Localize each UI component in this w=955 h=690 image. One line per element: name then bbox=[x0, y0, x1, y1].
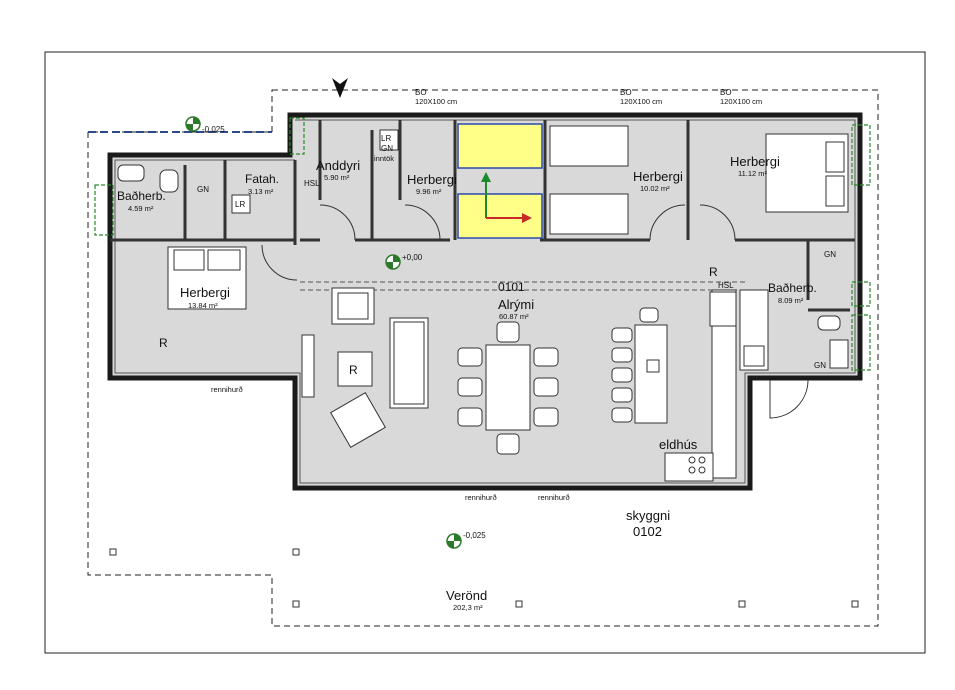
label-hsl-2: HSL bbox=[718, 281, 734, 290]
label-gn-top: GN bbox=[381, 144, 393, 153]
door-swings bbox=[261, 204, 809, 419]
room-area-fatah: 3.13 m² bbox=[248, 187, 274, 196]
bo-dim-3: 120X100 cm bbox=[720, 97, 762, 106]
room-area-herbergi-3: 11.12 m² bbox=[738, 169, 768, 178]
room-label-badherb-1: Baðherb. bbox=[117, 189, 166, 203]
label-lr-fatah: LR bbox=[235, 200, 245, 209]
room-area-alrymi: 60.87 m² bbox=[499, 312, 529, 321]
room-area-herbergi-4: 13.84 m² bbox=[188, 301, 218, 310]
room-area-badherb-1: 4.59 m² bbox=[128, 204, 154, 213]
bo-dim-1: 120X100 cm bbox=[415, 97, 457, 106]
room-label-herbergi-3: Herbergi bbox=[730, 154, 780, 169]
label-verond: Verönd bbox=[446, 588, 487, 603]
label-skyggni-number: 0102 bbox=[633, 524, 662, 539]
level-marker-bot bbox=[446, 533, 462, 549]
label-gn-bath-1: GN bbox=[197, 185, 209, 194]
label-rennihurd-3: rennihurð bbox=[538, 493, 570, 502]
level-label-mid: +0,00 bbox=[402, 253, 423, 262]
deck-outline bbox=[87, 89, 879, 627]
interior-walls bbox=[110, 120, 855, 370]
room-label-herbergi-2: Herbergi bbox=[633, 169, 683, 184]
level-label-top: -0,025 bbox=[202, 125, 225, 134]
room-label-badherb-2: Baðherb. bbox=[768, 281, 817, 295]
bunk-beds bbox=[457, 123, 543, 239]
label-inntok: inntök bbox=[374, 154, 394, 163]
bo-label-2: BO bbox=[620, 88, 632, 97]
label-r-left: R bbox=[159, 336, 168, 350]
label-skyggni: skyggni bbox=[626, 508, 670, 523]
label-gn-bath-2a: GN bbox=[824, 250, 836, 259]
bath-fixtures bbox=[117, 129, 849, 369]
room-label-eldhus: eldhús bbox=[659, 437, 698, 452]
beds bbox=[167, 125, 849, 310]
room-label-herbergi-1: Herbergi bbox=[407, 172, 457, 187]
dining-set bbox=[457, 321, 559, 455]
sheet-border bbox=[44, 51, 926, 654]
room-label-alrymi: Alrými bbox=[498, 297, 534, 312]
level-marker-mid bbox=[385, 254, 401, 270]
room-number: 0101 bbox=[498, 280, 525, 294]
entry-arrow-icon bbox=[332, 78, 348, 98]
room-label-herbergi-4: Herbergi bbox=[180, 285, 230, 300]
bo-dim-2: 120X100 cm bbox=[620, 97, 662, 106]
bo-label-1: BO bbox=[415, 88, 427, 97]
room-label-anddyri: Anddyri bbox=[316, 158, 360, 173]
label-verond-area: 202,3 m² bbox=[453, 603, 483, 612]
deck-posts bbox=[109, 548, 859, 608]
label-gn-bath-2b: GN bbox=[814, 361, 826, 370]
label-rennihurd-1: rennihurð bbox=[211, 385, 243, 394]
level-marker-top bbox=[185, 116, 201, 132]
room-label-fatah: Fatah. bbox=[245, 172, 279, 186]
living-furniture bbox=[301, 287, 429, 449]
label-r-stove: R bbox=[349, 363, 358, 377]
level-label-bot: -0,025 bbox=[463, 531, 486, 540]
label-rennihurd-2: rennihurð bbox=[465, 493, 497, 502]
room-area-anddyri: 5.90 m² bbox=[324, 173, 350, 182]
exterior-walls bbox=[107, 112, 863, 491]
room-area-herbergi-1: 9.96 m² bbox=[416, 187, 442, 196]
label-r-right: R bbox=[709, 265, 718, 279]
room-area-badherb-2: 8.09 m² bbox=[778, 296, 804, 305]
wall-inner-lines bbox=[114, 119, 856, 484]
green-markers bbox=[94, 117, 871, 371]
room-area-herbergi-2: 10.02 m² bbox=[640, 184, 670, 193]
label-hsl-1: HSL bbox=[304, 179, 320, 188]
label-lr-top: LR bbox=[381, 134, 391, 143]
bo-label-3: BO bbox=[720, 88, 732, 97]
kitchen bbox=[611, 289, 769, 482]
